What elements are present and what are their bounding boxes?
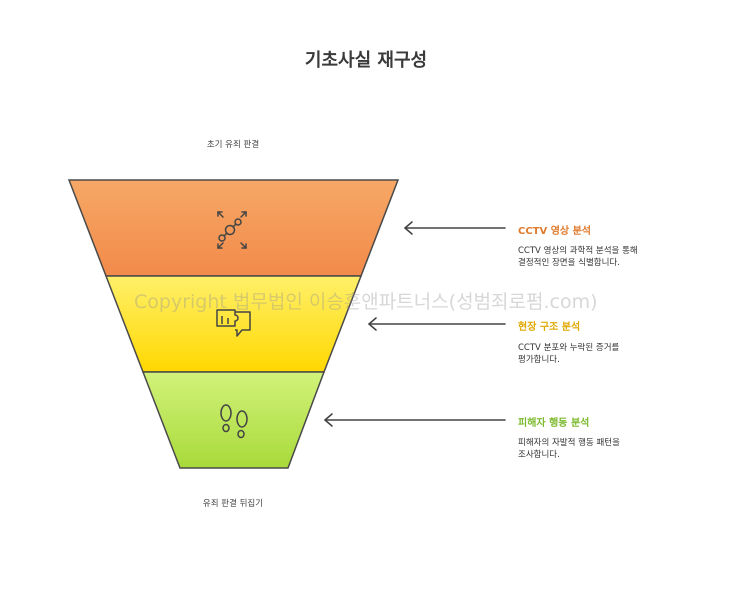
layer-2-desc-line1: CCTV 분포와 누락된 증거를	[518, 343, 620, 353]
layer-2-desc-line2: 평가합니다.	[518, 355, 560, 365]
layer-3-desc-line1: 피해자의 자발적 행동 패턴을	[518, 438, 620, 448]
layer-1-description: CCTV 영상의 과학적 분석을 통해 결정적인 장면을 식별합니다.	[518, 245, 648, 269]
layer-2-title: 현장 구조 분석	[518, 322, 581, 333]
layer-1-title: CCTV 영상 분석	[518, 226, 592, 237]
puzzle-icon	[216, 309, 251, 337]
funnel-layer-3	[141, 371, 326, 469]
pointer-arrow-3	[323, 413, 506, 427]
funnel-top-label: 초기 유죄 판결	[206, 140, 260, 150]
layer-3-description: 피해자의 자발적 행동 패턴을 조사합니다.	[518, 437, 648, 461]
pointer-arrow-1	[403, 221, 506, 235]
layer-1-desc-line2: 결정적인 장면을 식별합니다.	[518, 258, 620, 268]
layer-1-desc-line1: CCTV 영상의 과학적 분석을 통해	[518, 246, 638, 256]
pointer-arrow-2	[367, 317, 506, 331]
focus-arrows-icon	[217, 211, 247, 249]
layer-3-desc-line2: 조사합니다.	[518, 450, 560, 460]
copyright-watermark: Copyright 법무법인 이승훈앤파트너스(성범죄로펌.com)	[134, 291, 598, 313]
layer-2-description: CCTV 분포와 누락된 증거를 평가합니다.	[518, 342, 648, 366]
layer-3-title: 피해자 행동 분석	[518, 418, 590, 429]
funnel-bottom-label: 유죄 판결 뒤집기	[202, 499, 264, 509]
footprints-icon	[220, 404, 248, 439]
diagram-title: 기초사실 재구성	[304, 50, 428, 71]
